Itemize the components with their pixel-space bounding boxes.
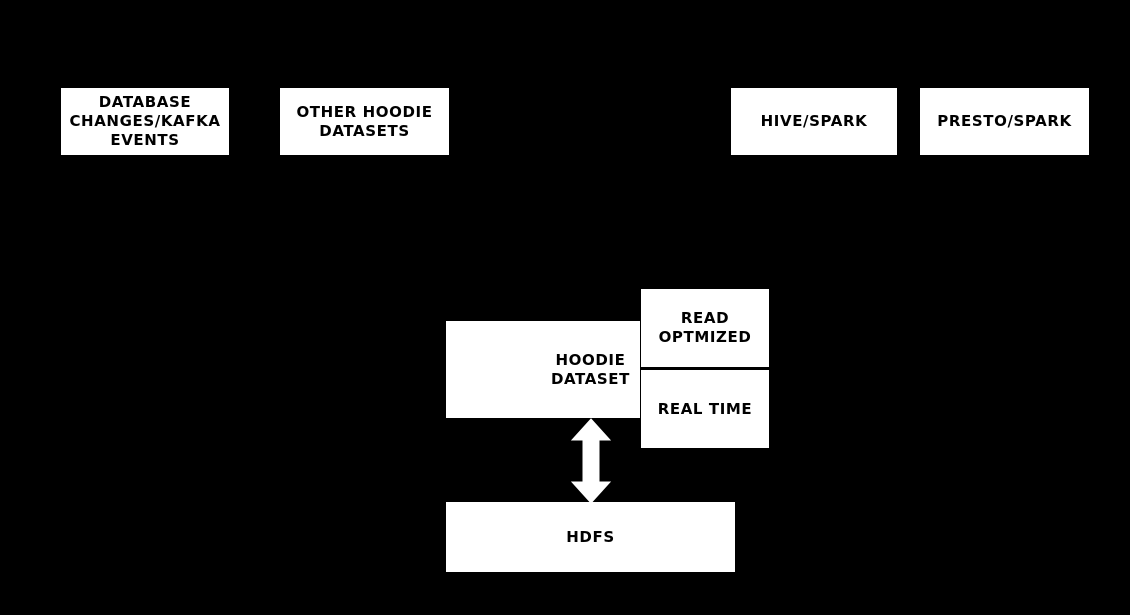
node-label: HDFS [566,527,615,546]
node-presto-spark[interactable]: PRESTO/SPARK [920,88,1089,155]
node-label: HOODIE DATASET [550,350,630,388]
node-read-optimized-view[interactable]: READ OPTMIZED [641,289,769,370]
node-label: PRESTO/SPARK [937,112,1072,131]
node-other-hoodie-datasets[interactable]: OTHER HOODIE DATASETS [280,88,449,155]
node-label: REAL TIME [657,399,753,418]
node-database-changes-kafka-events[interactable]: DATABASE CHANGES/KAFKA EVENTS [61,88,229,155]
node-label: DATABASE CHANGES/KAFKA EVENTS [69,93,221,149]
node-label: OTHER HOODIE DATASETS [296,102,433,140]
node-label: HIVE/SPARK [760,112,868,131]
node-label: READ OPTMIZED [658,309,752,346]
node-hoodie-dataset[interactable]: HOODIE DATASET [446,321,640,418]
node-real-time-view[interactable]: REAL TIME [641,370,769,448]
node-hive-spark[interactable]: HIVE/SPARK [731,88,897,155]
bidirectional-arrow-icon [570,418,612,504]
node-hdfs[interactable]: HDFS [446,502,735,572]
